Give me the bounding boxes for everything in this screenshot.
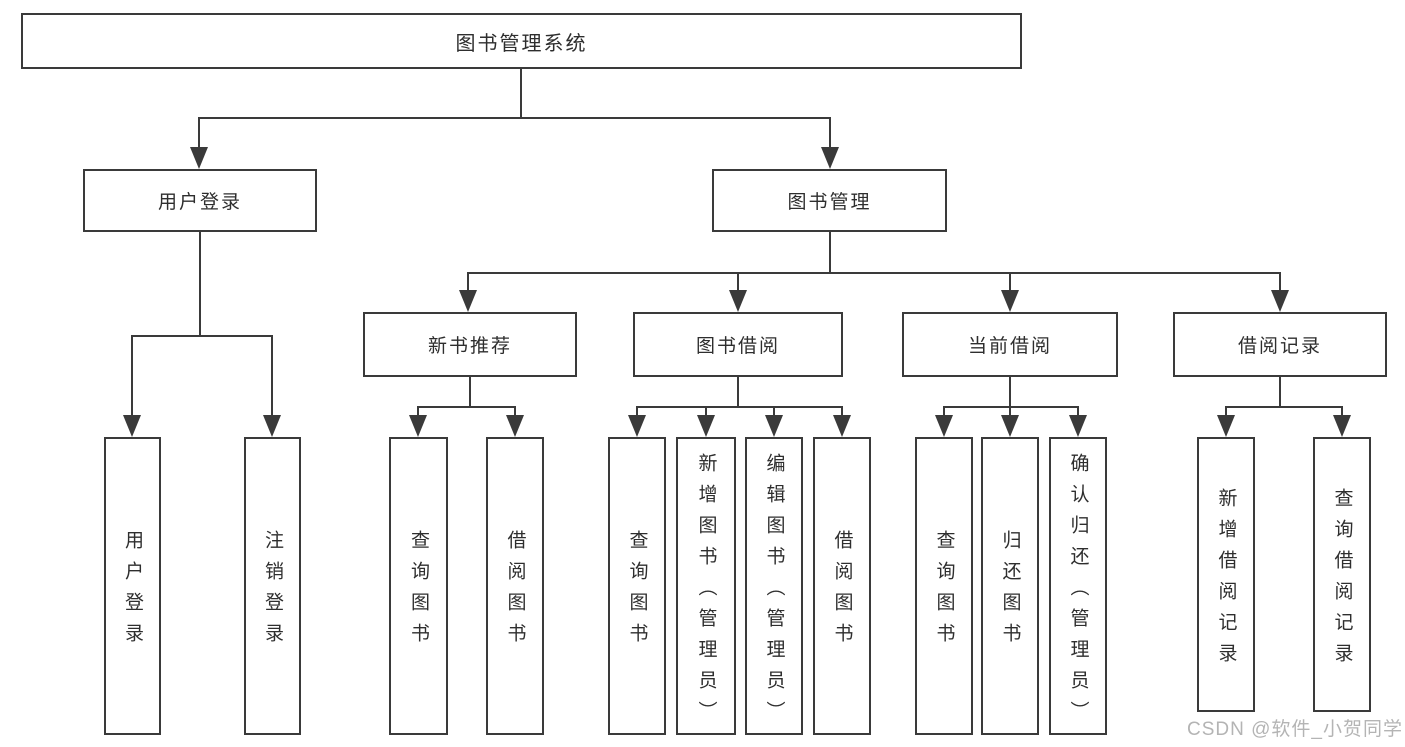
node-newbooks-borrow-books: 借阅图书 bbox=[486, 437, 544, 735]
arrow-down-icon bbox=[1271, 290, 1289, 312]
node-label: 查询借阅记录 bbox=[1331, 487, 1353, 674]
connector-line bbox=[829, 117, 831, 149]
arrow-down-icon bbox=[935, 415, 953, 437]
node-label: 当前借阅 bbox=[967, 336, 1052, 357]
node-label: 图书借阅 bbox=[695, 336, 780, 357]
connector-line bbox=[1279, 272, 1281, 292]
arrow-down-icon bbox=[190, 147, 208, 169]
connector-line bbox=[198, 117, 831, 119]
node-borrowing-records: 借阅记录 bbox=[1173, 312, 1387, 377]
connector-line bbox=[1225, 406, 1227, 419]
connector-line bbox=[773, 406, 775, 419]
connector-line bbox=[469, 377, 471, 408]
node-label: 查询图书 bbox=[626, 530, 648, 654]
node-newbooks-query-books: 查询图书 bbox=[389, 437, 448, 735]
node-book-management-module: 图书管理 bbox=[712, 169, 947, 232]
connector-line bbox=[737, 272, 739, 292]
connector-line bbox=[705, 406, 707, 419]
node-label: 归还图书 bbox=[999, 530, 1021, 654]
connector-line bbox=[520, 69, 522, 117]
node-records-query-borrow-record: 查询借阅记录 bbox=[1313, 437, 1371, 712]
arrow-down-icon bbox=[821, 147, 839, 169]
node-label: 查询图书 bbox=[933, 530, 955, 654]
node-new-book-recommend: 新书推荐 bbox=[363, 312, 577, 377]
arrow-down-icon bbox=[263, 415, 281, 437]
connector-line bbox=[131, 335, 133, 419]
node-current-return-books: 归还图书 bbox=[981, 437, 1039, 735]
node-borrow-query-books: 查询图书 bbox=[608, 437, 666, 735]
node-book-borrowing: 图书借阅 bbox=[633, 312, 843, 377]
connector-line bbox=[737, 377, 739, 408]
node-label: 图书管理系统 bbox=[455, 32, 588, 55]
connector-line bbox=[943, 406, 945, 419]
arrow-down-icon bbox=[506, 415, 524, 437]
arrow-down-icon bbox=[459, 290, 477, 312]
arrow-down-icon bbox=[1217, 415, 1235, 437]
connector-line bbox=[131, 335, 273, 337]
connector-line bbox=[1009, 272, 1011, 292]
node-borrow-borrow-books: 借阅图书 bbox=[813, 437, 871, 735]
arrow-down-icon bbox=[1069, 415, 1087, 437]
connector-line bbox=[271, 335, 273, 419]
connector-line bbox=[841, 406, 843, 419]
connector-line bbox=[417, 406, 419, 419]
connector-line bbox=[636, 406, 843, 408]
node-current-query-books: 查询图书 bbox=[915, 437, 973, 735]
arrow-down-icon bbox=[1001, 415, 1019, 437]
node-records-add-borrow-record: 新增借阅记录 bbox=[1197, 437, 1255, 712]
arrow-down-icon bbox=[729, 290, 747, 312]
connector-line bbox=[1279, 377, 1281, 408]
connector-line bbox=[943, 406, 1079, 408]
connector-line bbox=[514, 406, 516, 419]
node-label: 借阅图书 bbox=[504, 530, 526, 654]
node-borrow-add-books-admin: 新增图书（管理员） bbox=[676, 437, 736, 735]
node-label: 借阅记录 bbox=[1237, 336, 1322, 357]
connector-line bbox=[198, 117, 200, 149]
node-label: 注销登录 bbox=[262, 530, 283, 654]
connector-line bbox=[467, 272, 469, 292]
node-user-login-module: 用户登录 bbox=[83, 169, 317, 232]
node-label: 用户登录 bbox=[157, 192, 242, 213]
node-current-borrowing: 当前借阅 bbox=[902, 312, 1118, 377]
node-current-confirm-return-admin: 确认归还（管理员） bbox=[1049, 437, 1107, 735]
node-label: 借阅图书 bbox=[831, 530, 853, 654]
connector-line bbox=[417, 406, 516, 408]
node-label: 编辑图书（管理员） bbox=[763, 452, 785, 732]
connector-line bbox=[1009, 406, 1011, 419]
node-label: 确认归还（管理员） bbox=[1067, 452, 1089, 732]
arrow-down-icon bbox=[1333, 415, 1351, 437]
connector-line bbox=[467, 272, 1281, 274]
node-logout-login: 注销登录 bbox=[244, 437, 301, 735]
node-label: 新书推荐 bbox=[427, 336, 512, 357]
arrow-down-icon bbox=[1001, 290, 1019, 312]
node-borrow-edit-books-admin: 编辑图书（管理员） bbox=[745, 437, 803, 735]
node-user-login: 用户登录 bbox=[104, 437, 161, 735]
node-label: 新增借阅记录 bbox=[1215, 487, 1237, 674]
connector-line bbox=[199, 232, 201, 337]
connector-line bbox=[1077, 406, 1079, 419]
arrow-down-icon bbox=[833, 415, 851, 437]
node-library-management-system: 图书管理系统 bbox=[21, 13, 1022, 69]
connector-line bbox=[1009, 377, 1011, 408]
arrow-down-icon bbox=[697, 415, 715, 437]
arrow-down-icon bbox=[409, 415, 427, 437]
connector-line bbox=[636, 406, 638, 419]
connector-line bbox=[1341, 406, 1343, 419]
node-label: 用户登录 bbox=[122, 530, 143, 654]
arrow-down-icon bbox=[765, 415, 783, 437]
node-label: 新增图书（管理员） bbox=[695, 452, 717, 732]
node-label: 查询图书 bbox=[408, 530, 429, 654]
connector-line bbox=[829, 232, 831, 274]
watermark: CSDN @软件_小贺同学 bbox=[1187, 719, 1403, 740]
arrow-down-icon bbox=[123, 415, 141, 437]
connector-line bbox=[1225, 406, 1343, 408]
arrow-down-icon bbox=[628, 415, 646, 437]
node-label: 图书管理 bbox=[787, 192, 872, 213]
